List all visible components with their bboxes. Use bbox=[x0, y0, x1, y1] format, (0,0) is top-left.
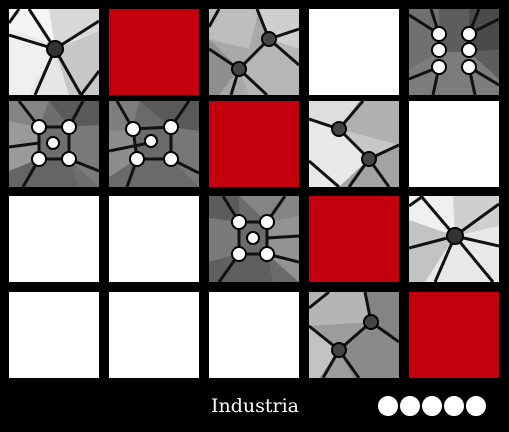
tile-ring-dark[interactable] bbox=[209, 196, 299, 282]
game-board bbox=[9, 9, 499, 378]
ring-nodes-icon bbox=[209, 196, 299, 282]
pipe-node-icon bbox=[209, 9, 299, 95]
pip-icon bbox=[400, 396, 420, 416]
tile-blank[interactable] bbox=[9, 196, 99, 282]
six-nodes-icon bbox=[409, 9, 499, 95]
hub-light-icon bbox=[409, 196, 499, 282]
pipe-node-icon bbox=[309, 292, 399, 378]
tile-blank[interactable] bbox=[109, 292, 199, 378]
tile-six-nodes-dark[interactable] bbox=[409, 9, 499, 95]
tile-blank[interactable] bbox=[9, 292, 99, 378]
tile-pipe-gray[interactable] bbox=[309, 292, 399, 378]
tile-red[interactable] bbox=[309, 196, 399, 282]
tile-blank[interactable] bbox=[309, 9, 399, 95]
tile-blank[interactable] bbox=[109, 196, 199, 282]
tile-blank[interactable] bbox=[209, 292, 299, 378]
tile-blank[interactable] bbox=[409, 101, 499, 187]
hub-light-icon bbox=[9, 9, 99, 95]
tile-cluster-dark[interactable] bbox=[109, 101, 199, 187]
tile-red[interactable] bbox=[109, 9, 199, 95]
tile-red[interactable] bbox=[209, 101, 299, 187]
status-bar: Industria bbox=[0, 384, 509, 432]
pip-icon bbox=[422, 396, 442, 416]
pipe-node-icon bbox=[309, 101, 399, 187]
remaining-pips bbox=[378, 396, 486, 416]
pip-icon bbox=[444, 396, 464, 416]
tile-hub-light[interactable] bbox=[409, 196, 499, 282]
pip-icon bbox=[378, 396, 398, 416]
cluster-nodes-icon bbox=[109, 101, 199, 187]
pip-icon bbox=[466, 396, 486, 416]
ring-nodes-icon bbox=[9, 101, 99, 187]
tile-pipe-gray[interactable] bbox=[209, 9, 299, 95]
tile-ring-dark[interactable] bbox=[9, 101, 99, 187]
tile-hub-light[interactable] bbox=[9, 9, 99, 95]
tile-pipe-light[interactable] bbox=[309, 101, 399, 187]
game-title: Industria bbox=[210, 395, 299, 417]
tile-red[interactable] bbox=[409, 292, 499, 378]
